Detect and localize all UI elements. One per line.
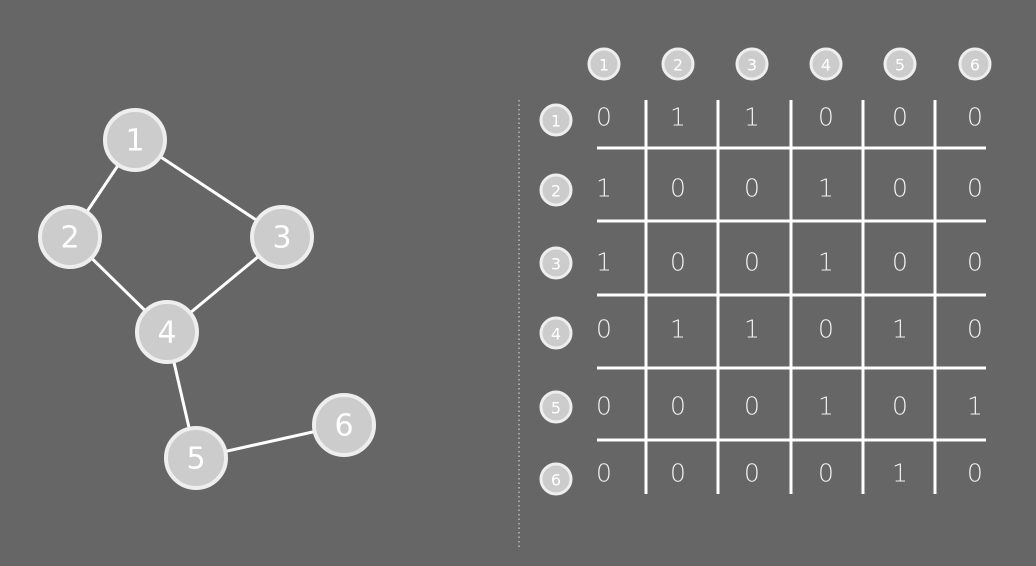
column-header-3: 3 [735, 47, 769, 81]
node-label: 2 [60, 221, 79, 256]
graph-node-2: 2 [38, 205, 102, 269]
matrix-cell: 1 [818, 174, 834, 203]
node-label: 5 [186, 442, 205, 477]
header-badge [883, 47, 917, 81]
matrix-cell: 0 [670, 248, 686, 277]
column-header-6: 6 [958, 47, 992, 81]
matrix-cell: 1 [818, 392, 834, 421]
header-label: 4 [551, 325, 561, 344]
header-label: 5 [551, 399, 561, 418]
header-badge [587, 47, 621, 81]
matrix-row-headers: 1 2 3 4 5 6 [539, 103, 573, 496]
matrix-cell: 0 [892, 248, 908, 277]
node-circle [135, 300, 199, 364]
node-circle [164, 426, 228, 490]
matrix-cell: 1 [818, 248, 834, 277]
matrix-column-headers: 1 2 3 4 5 6 [587, 47, 992, 81]
matrix-cell: 1 [967, 392, 983, 421]
matrix-cell: 1 [596, 248, 612, 277]
header-label: 1 [599, 56, 609, 75]
matrix-cell: 0 [818, 103, 834, 132]
matrix-cell: 0 [670, 392, 686, 421]
header-badge [539, 103, 573, 137]
header-label: 2 [673, 56, 683, 75]
header-badge [539, 462, 573, 496]
graph-edges [68, 138, 345, 460]
node-circle [38, 205, 102, 269]
matrix-cell: 0 [744, 459, 760, 488]
matrix-cell: 0 [967, 174, 983, 203]
matrix-cell: 0 [744, 174, 760, 203]
matrix-cell: 0 [744, 392, 760, 421]
node-label: 3 [272, 221, 291, 256]
column-header-5: 5 [883, 47, 917, 81]
graph-node-5: 5 [164, 426, 228, 490]
matrix-cell: 1 [596, 174, 612, 203]
matrix-cell: 0 [670, 174, 686, 203]
row-header-2: 2 [539, 173, 573, 207]
graph-node-3: 3 [250, 205, 314, 269]
header-label: 3 [551, 255, 561, 274]
matrix-cell: 0 [967, 248, 983, 277]
matrix-cell: 0 [967, 103, 983, 132]
matrix-cell: 0 [596, 315, 612, 344]
graph-diagram: 1 2 3 4 5 6 [38, 108, 376, 490]
node-circle [312, 393, 376, 457]
matrix-cell: 0 [596, 103, 612, 132]
header-badge [958, 47, 992, 81]
matrix-cell: 0 [967, 315, 983, 344]
matrix-cell: 0 [596, 392, 612, 421]
header-badge [539, 173, 573, 207]
header-badge [661, 47, 695, 81]
matrix-cell: 0 [892, 392, 908, 421]
matrix-cell: 0 [818, 315, 834, 344]
matrix-cell: 0 [818, 459, 834, 488]
matrix-cell: 1 [670, 103, 686, 132]
node-label: 6 [334, 409, 353, 444]
node-circle [103, 108, 167, 172]
matrix-cell: 1 [744, 103, 760, 132]
row-header-4: 4 [539, 316, 573, 350]
header-label: 1 [551, 112, 561, 131]
node-label: 4 [157, 316, 176, 351]
row-header-3: 3 [539, 246, 573, 280]
graph-node-4: 4 [135, 300, 199, 364]
node-circle [250, 205, 314, 269]
matrix-cell: 1 [892, 315, 908, 344]
matrix-grid [597, 100, 986, 494]
header-badge [539, 246, 573, 280]
header-label: 6 [551, 471, 561, 490]
header-badge [539, 316, 573, 350]
matrix-cell: 1 [744, 315, 760, 344]
graph-nodes: 1 2 3 4 5 6 [38, 108, 376, 490]
column-header-1: 1 [587, 47, 621, 81]
header-label: 6 [970, 56, 980, 75]
header-label: 5 [895, 56, 905, 75]
row-header-5: 5 [539, 390, 573, 424]
matrix-cell: 0 [596, 459, 612, 488]
node-label: 1 [125, 124, 144, 159]
matrix-cell: 0 [967, 459, 983, 488]
row-header-6: 6 [539, 462, 573, 496]
header-label: 4 [821, 56, 831, 75]
row-header-1: 1 [539, 103, 573, 137]
graph-node-6: 6 [312, 393, 376, 457]
header-label: 3 [747, 56, 757, 75]
matrix-cell: 0 [670, 459, 686, 488]
column-header-2: 2 [661, 47, 695, 81]
matrix-cells: 0 1 1 0 0 0 1 0 0 1 0 0 1 0 0 1 0 0 0 1 1 0 1 0 0 0 0 1 0 1 0 0 0 0 1 0 [596, 103, 983, 488]
header-badge [735, 47, 769, 81]
matrix-cell: 1 [670, 315, 686, 344]
header-label: 2 [551, 182, 561, 201]
matrix-cell: 1 [892, 459, 908, 488]
column-header-4: 4 [809, 47, 843, 81]
matrix-cell: 0 [892, 103, 908, 132]
graph-node-1: 1 [103, 108, 167, 172]
header-badge [809, 47, 843, 81]
matrix-cell: 0 [744, 248, 760, 277]
header-badge [539, 390, 573, 424]
matrix-cell: 0 [892, 174, 908, 203]
